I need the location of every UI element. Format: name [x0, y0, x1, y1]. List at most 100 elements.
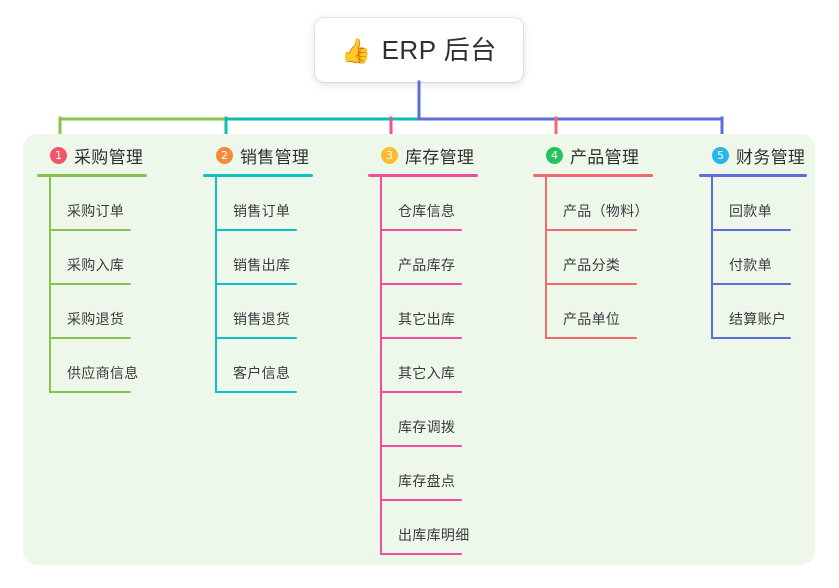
- branch-item-list: 销售订单销售出库销售退货客户信息: [203, 177, 315, 393]
- branch-item[interactable]: 产品库存: [380, 231, 480, 285]
- branch-item-rule: [215, 283, 297, 285]
- branch-item-rule: [711, 229, 791, 231]
- branch-item[interactable]: 产品（物料）: [545, 177, 655, 231]
- branch-item-label: 销售出库: [233, 257, 291, 273]
- branch-header-rule: [533, 174, 653, 177]
- branch-item-label: 产品（物料）: [563, 203, 649, 219]
- branch-header-2[interactable]: 2 销售管理: [203, 142, 315, 168]
- branch-item[interactable]: 客户信息: [215, 339, 315, 393]
- branch-item[interactable]: 供应商信息: [49, 339, 149, 393]
- root-node-title: ERP 后台: [381, 34, 497, 65]
- branch-item-rule: [49, 229, 131, 231]
- branch-column-4: 4 产品管理产品（物料） 产品分类产品单位: [533, 142, 655, 339]
- branch-item-rule: [711, 283, 791, 285]
- branch-spine: [49, 177, 51, 393]
- branch-item-label: 库存调拨: [398, 419, 456, 435]
- branch-item-label: 客户信息: [233, 365, 291, 381]
- branch-item-label: 库存盘点: [398, 473, 456, 489]
- branch-spine: [711, 177, 713, 339]
- branch-item-rule: [49, 283, 131, 285]
- branch-item[interactable]: 采购入库: [49, 231, 149, 285]
- branch-header-rule: [699, 174, 807, 177]
- branch-item[interactable]: 产品单位: [545, 285, 655, 339]
- branch-item-label: 供应商信息: [67, 365, 139, 381]
- branch-item-label: 采购入库: [67, 257, 125, 273]
- branch-item[interactable]: 销售订单: [215, 177, 315, 231]
- branch-item-label: 采购订单: [67, 203, 125, 219]
- thumbs-up-icon: 👍: [341, 37, 372, 65]
- branch-number-badge: 2: [216, 146, 233, 164]
- branch-item[interactable]: 出库库明细: [380, 501, 480, 555]
- branch-item-label: 其它出库: [398, 311, 456, 327]
- branch-item[interactable]: 销售退货: [215, 285, 315, 339]
- branch-title: 财务管理: [736, 147, 806, 167]
- branch-item-rule: [380, 499, 462, 501]
- branch-number-badge: 5: [712, 146, 729, 164]
- branch-item-rule: [545, 337, 637, 339]
- branch-item-list: 仓库信息产品库存其它出库其它入库库存调拨库存盘点出库库明细: [368, 177, 480, 555]
- branch-item[interactable]: 库存盘点: [380, 447, 480, 501]
- branch-item-label: 销售退货: [233, 311, 291, 327]
- branch-title: 采购管理: [74, 147, 144, 167]
- branch-column-1: 1 采购管理采购订单采购入库采购退货供应商信息: [37, 142, 149, 393]
- branch-header-1[interactable]: 1 采购管理: [37, 142, 149, 168]
- branch-column-5: 5 财务管理回款单付款单结算账户: [699, 142, 809, 339]
- branch-spine: [380, 177, 382, 555]
- branch-item-rule: [380, 553, 462, 555]
- branch-number-badge: 1: [50, 146, 67, 164]
- branch-item-label: 付款单: [729, 257, 772, 273]
- branch-item[interactable]: 结算账户: [711, 285, 809, 339]
- branch-item[interactable]: 采购退货: [49, 285, 149, 339]
- branch-item[interactable]: 其它入库: [380, 339, 480, 393]
- branch-item-rule: [545, 283, 637, 285]
- branch-item-rule: [215, 391, 297, 393]
- branch-item-rule: [380, 337, 462, 339]
- branch-item[interactable]: 产品分类: [545, 231, 655, 285]
- branch-item-label: 产品库存: [398, 257, 456, 273]
- branch-item[interactable]: 仓库信息: [380, 177, 480, 231]
- branch-header-5[interactable]: 5 财务管理: [699, 142, 809, 168]
- root-node-label: 👍 ERP 后台: [341, 37, 497, 64]
- branch-header-4[interactable]: 4 产品管理: [533, 142, 655, 168]
- root-node[interactable]: 👍 ERP 后台: [315, 18, 523, 82]
- branch-item[interactable]: 付款单: [711, 231, 809, 285]
- branch-header-3[interactable]: 3 库存管理: [368, 142, 480, 168]
- branch-number-badge: 4: [546, 146, 563, 164]
- branch-item-rule: [215, 337, 297, 339]
- branch-item-rule: [545, 229, 637, 231]
- branch-item[interactable]: 采购订单: [49, 177, 149, 231]
- branch-item-rule: [380, 283, 462, 285]
- branch-item-rule: [49, 391, 131, 393]
- branch-item-list: 采购订单采购入库采购退货供应商信息: [37, 177, 149, 393]
- branch-header-rule: [37, 174, 147, 177]
- branch-item-list: 回款单付款单结算账户: [699, 177, 809, 339]
- branch-item-label: 销售订单: [233, 203, 291, 219]
- branch-title: 产品管理: [570, 147, 640, 167]
- branch-title: 销售管理: [240, 147, 310, 167]
- branch-item-rule: [215, 229, 297, 231]
- branch-item-label: 其它入库: [398, 365, 456, 381]
- branch-item[interactable]: 库存调拨: [380, 393, 480, 447]
- branch-item-rule: [380, 445, 462, 447]
- branch-number-badge: 3: [381, 146, 398, 164]
- branch-item-label: 出库库明细: [398, 527, 470, 543]
- branch-item-rule: [49, 337, 131, 339]
- branch-item-rule: [380, 391, 462, 393]
- branch-item[interactable]: 回款单: [711, 177, 809, 231]
- branch-item-label: 产品单位: [563, 311, 621, 327]
- branch-title: 库存管理: [405, 147, 475, 167]
- branch-header-rule: [368, 174, 478, 177]
- branch-column-3: 3 库存管理仓库信息产品库存其它出库其它入库库存调拨库存盘点出库库明细: [368, 142, 480, 555]
- branch-spine: [545, 177, 547, 339]
- branch-header-rule: [203, 174, 313, 177]
- branch-item-label: 产品分类: [563, 257, 621, 273]
- branch-item-label: 仓库信息: [398, 203, 456, 219]
- branch-item-rule: [380, 229, 462, 231]
- branch-item-list: 产品（物料） 产品分类产品单位: [533, 177, 655, 339]
- branch-item[interactable]: 销售出库: [215, 231, 315, 285]
- branch-item[interactable]: 其它出库: [380, 285, 480, 339]
- branch-item-label: 采购退货: [67, 311, 125, 327]
- branch-item-label: 结算账户: [729, 311, 787, 327]
- branch-column-2: 2 销售管理销售订单销售出库销售退货客户信息: [203, 142, 315, 393]
